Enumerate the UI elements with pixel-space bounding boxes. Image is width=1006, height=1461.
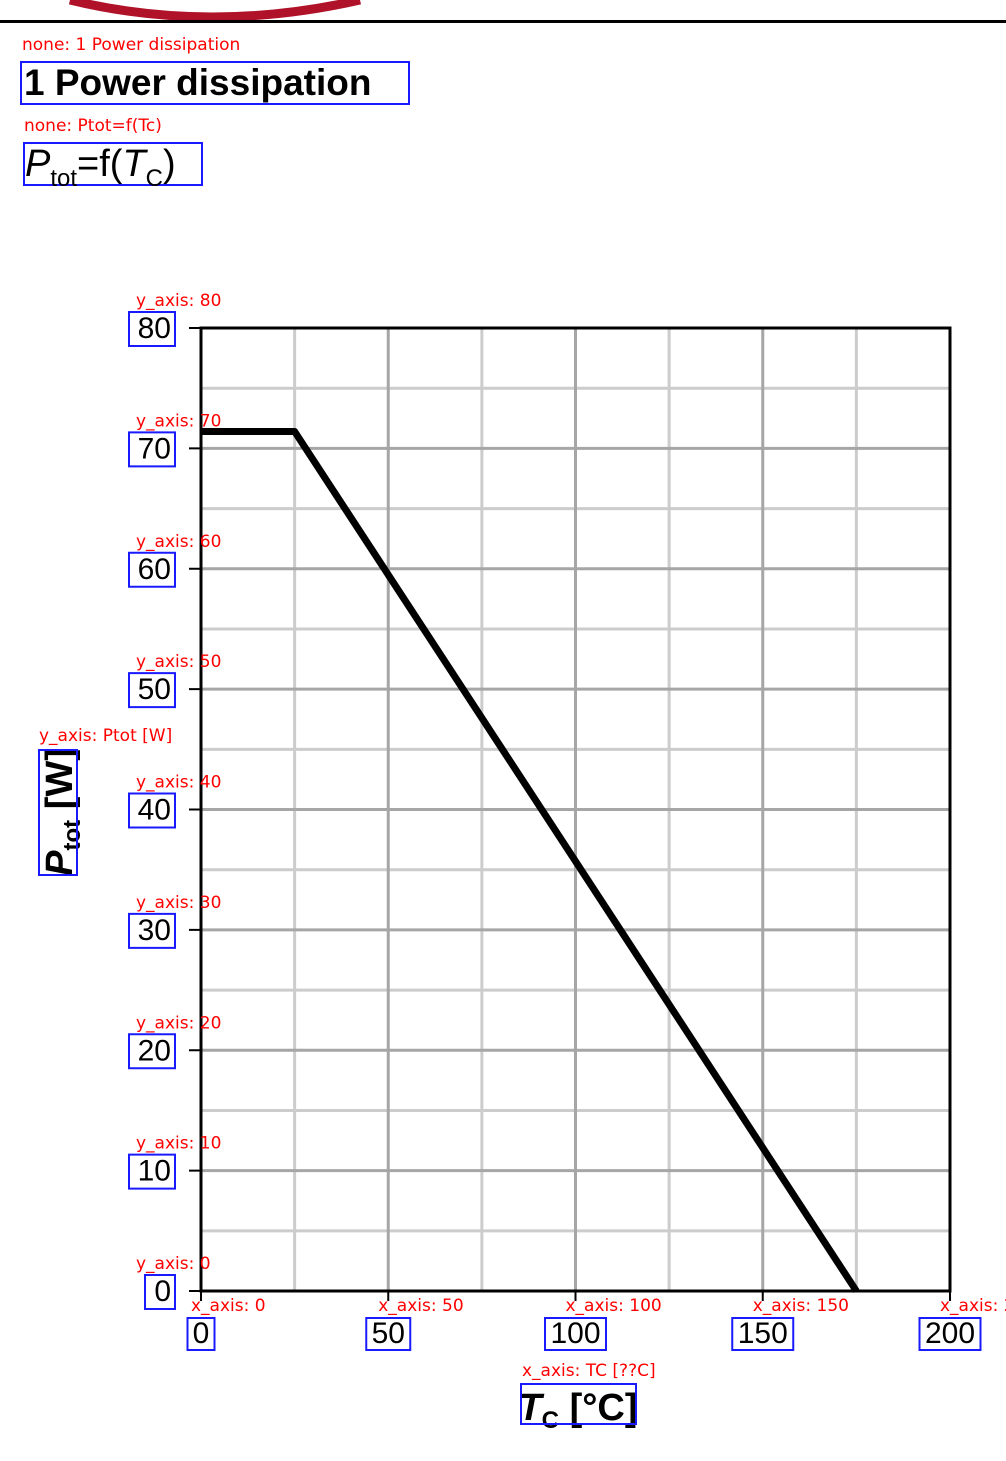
y-tick-label-box bbox=[128, 311, 176, 347]
y-tick-label-box bbox=[128, 672, 176, 709]
formula-t-sub: C bbox=[145, 165, 164, 192]
y-tick-label-box bbox=[128, 1033, 176, 1070]
formula-close: ) bbox=[163, 143, 176, 185]
x-tick-annotation: x_axis: 200 bbox=[940, 1296, 1006, 1316]
grid bbox=[199, 326, 952, 1293]
y-tick-annotation: y_axis: 0 bbox=[136, 1254, 211, 1274]
x-tick-annotation: x_axis: 50 bbox=[378, 1296, 463, 1316]
y-tick-label: 0 bbox=[154, 1275, 171, 1308]
y-tick-label: 30 bbox=[138, 914, 171, 947]
formula-p-sub: tot bbox=[50, 165, 78, 192]
x-tick-label: 100 bbox=[550, 1317, 600, 1350]
x-tick-annotation: x_axis: 150 bbox=[753, 1296, 849, 1316]
formula: Ptot=f(TC) bbox=[23, 142, 203, 192]
y-tick-annotation: y_axis: 10 bbox=[136, 1134, 221, 1154]
formula-annotation: none: Ptot=f(Tc) bbox=[24, 116, 162, 136]
y-tick-label-box bbox=[128, 1153, 176, 1190]
x-tick-label: 150 bbox=[738, 1317, 788, 1350]
x-tick-label-box bbox=[544, 1317, 607, 1351]
formula-t: T bbox=[122, 143, 146, 185]
y-tick-label: 20 bbox=[138, 1034, 171, 1067]
x-axis-annotation: x_axis: TC [??C] bbox=[522, 1361, 656, 1381]
y-tick-label: 70 bbox=[138, 432, 171, 465]
x-axis-label-box bbox=[520, 1383, 637, 1425]
y-tick-annotation: y_axis: 40 bbox=[136, 773, 221, 793]
y-tick-label-box bbox=[128, 912, 176, 949]
power-derating-curve bbox=[201, 428, 860, 1293]
x-tick-label-box bbox=[186, 1317, 216, 1351]
y-tick-label-box bbox=[128, 792, 176, 829]
y-tick-label: 50 bbox=[138, 673, 171, 706]
x-tick-label: 0 bbox=[193, 1317, 210, 1350]
y-tick-label: 40 bbox=[138, 794, 171, 827]
y-tick-label-box bbox=[144, 1274, 176, 1310]
x-axis-label: TC [°C] bbox=[518, 1387, 637, 1434]
logo-arc bbox=[68, 0, 361, 22]
top-rule bbox=[0, 20, 1006, 23]
y-tick-label-box bbox=[128, 551, 176, 588]
x-tick-label-box bbox=[731, 1317, 795, 1351]
y-tick-label: 80 bbox=[138, 312, 171, 345]
section-title: 1 Power dissipation bbox=[20, 61, 410, 105]
y-tick-annotation: y_axis: 30 bbox=[136, 893, 221, 913]
section-annotation: none: 1 Power dissipation bbox=[22, 35, 241, 55]
y-tick-annotation: y_axis: 70 bbox=[136, 411, 221, 431]
y-tick-annotation: y_axis: 60 bbox=[136, 532, 221, 552]
x-tick-label-box bbox=[918, 1317, 982, 1351]
y-tick-annotation: y_axis: 50 bbox=[136, 652, 221, 672]
y-axis-annotation: y_axis: Ptot [W] bbox=[39, 726, 172, 746]
x-tick-annotation: x_axis: 100 bbox=[566, 1296, 662, 1316]
formula-p: P bbox=[25, 143, 51, 185]
y-tick-label: 60 bbox=[138, 553, 171, 586]
x-tick-annotation: x_axis: 0 bbox=[191, 1296, 266, 1316]
y-axis-label-box bbox=[38, 749, 78, 876]
y-axis-label: Ptot [W] bbox=[39, 748, 86, 876]
y-tick-annotation: y_axis: 80 bbox=[136, 291, 221, 311]
x-tick-label: 200 bbox=[925, 1317, 975, 1350]
series bbox=[201, 428, 860, 1293]
ticks bbox=[189, 327, 951, 1301]
x-tick-label-box bbox=[365, 1317, 412, 1351]
y-tick-label: 10 bbox=[138, 1155, 171, 1188]
y-tick-annotation: y_axis: 20 bbox=[136, 1013, 221, 1033]
formula-eq: =f( bbox=[77, 143, 123, 185]
y-tick-label-box bbox=[128, 431, 176, 468]
x-tick-label: 50 bbox=[372, 1317, 405, 1350]
